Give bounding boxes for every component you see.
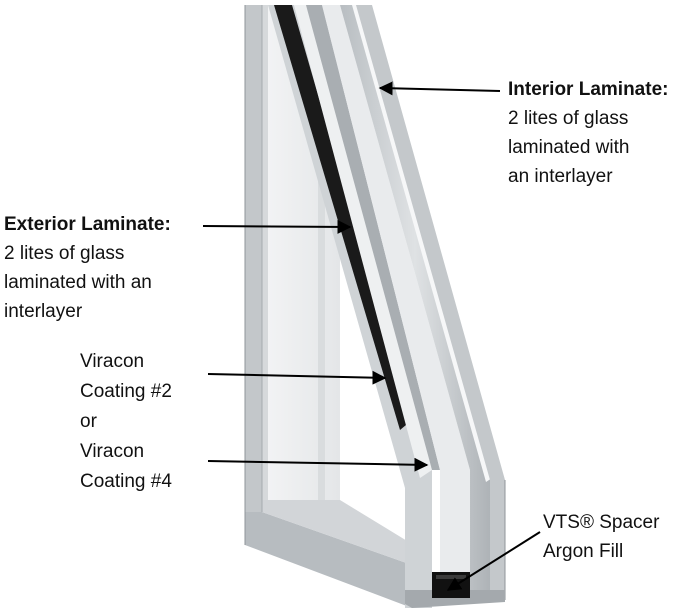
exterior-laminate-line-3: interlayer: [4, 301, 83, 322]
interior-laminate-heading: Interior Laminate:: [508, 79, 669, 100]
exterior-laminate-label: Exterior Laminate: 2 lites of glass lami…: [4, 210, 171, 326]
exterior-laminate-line-2: laminated with an: [4, 272, 152, 293]
glass-unit: [244, 5, 506, 608]
interior-lite-outer: [340, 5, 490, 598]
interior-laminate-label: Interior Laminate: 2 lites of glass lami…: [508, 75, 668, 191]
inner-frame-left: [262, 5, 268, 512]
exterior-lite-inner: [294, 5, 432, 478]
coating-line-1: Viracon: [80, 351, 145, 372]
exterior-interlayer: [274, 5, 412, 430]
coating-line-5: Coating #4: [80, 471, 172, 492]
exterior-laminate-line-1: 2 lites of glass: [4, 243, 125, 264]
spacer-arrow: [446, 531, 541, 591]
spacer-line-2: Argon Fill: [543, 541, 624, 562]
coating-2-arrow: [207, 370, 387, 385]
coating-4-arrow: [207, 457, 429, 472]
exterior-laminate-arrow: [202, 219, 352, 234]
interior-laminate-line-1: 2 lites of glass: [508, 108, 629, 129]
exterior-lite-outer: [268, 5, 432, 608]
interior-laminate-arrow: [378, 81, 501, 96]
coating-line-3: or: [80, 411, 97, 432]
interior-laminate-line-3: an interlayer: [508, 166, 613, 187]
spacer-line-1: VTS® Spacer: [543, 512, 660, 533]
exterior-lite-edge: [306, 5, 440, 470]
coating-line-4: Viracon: [80, 441, 145, 462]
interior-lite-inner: [356, 5, 505, 600]
bottom-base: [405, 590, 505, 608]
inner-frame-mid: [318, 5, 325, 505]
coating-line-2: Coating #2: [80, 381, 172, 402]
bottom-sill: [245, 512, 412, 608]
bottom-sill-top: [262, 500, 430, 565]
callout-arrows: [202, 81, 541, 591]
interior-laminate-line-2: laminated with: [508, 137, 630, 158]
back-glass-face: [245, 5, 262, 512]
coating-label: Viracon Coating #2 or Viracon Coating #4: [80, 347, 172, 497]
airspace-face: [322, 5, 470, 592]
spacer-label: VTS® Spacer Argon Fill: [543, 508, 659, 566]
spacer-highlight: [436, 575, 466, 579]
exterior-laminate-heading: Exterior Laminate:: [4, 214, 171, 235]
